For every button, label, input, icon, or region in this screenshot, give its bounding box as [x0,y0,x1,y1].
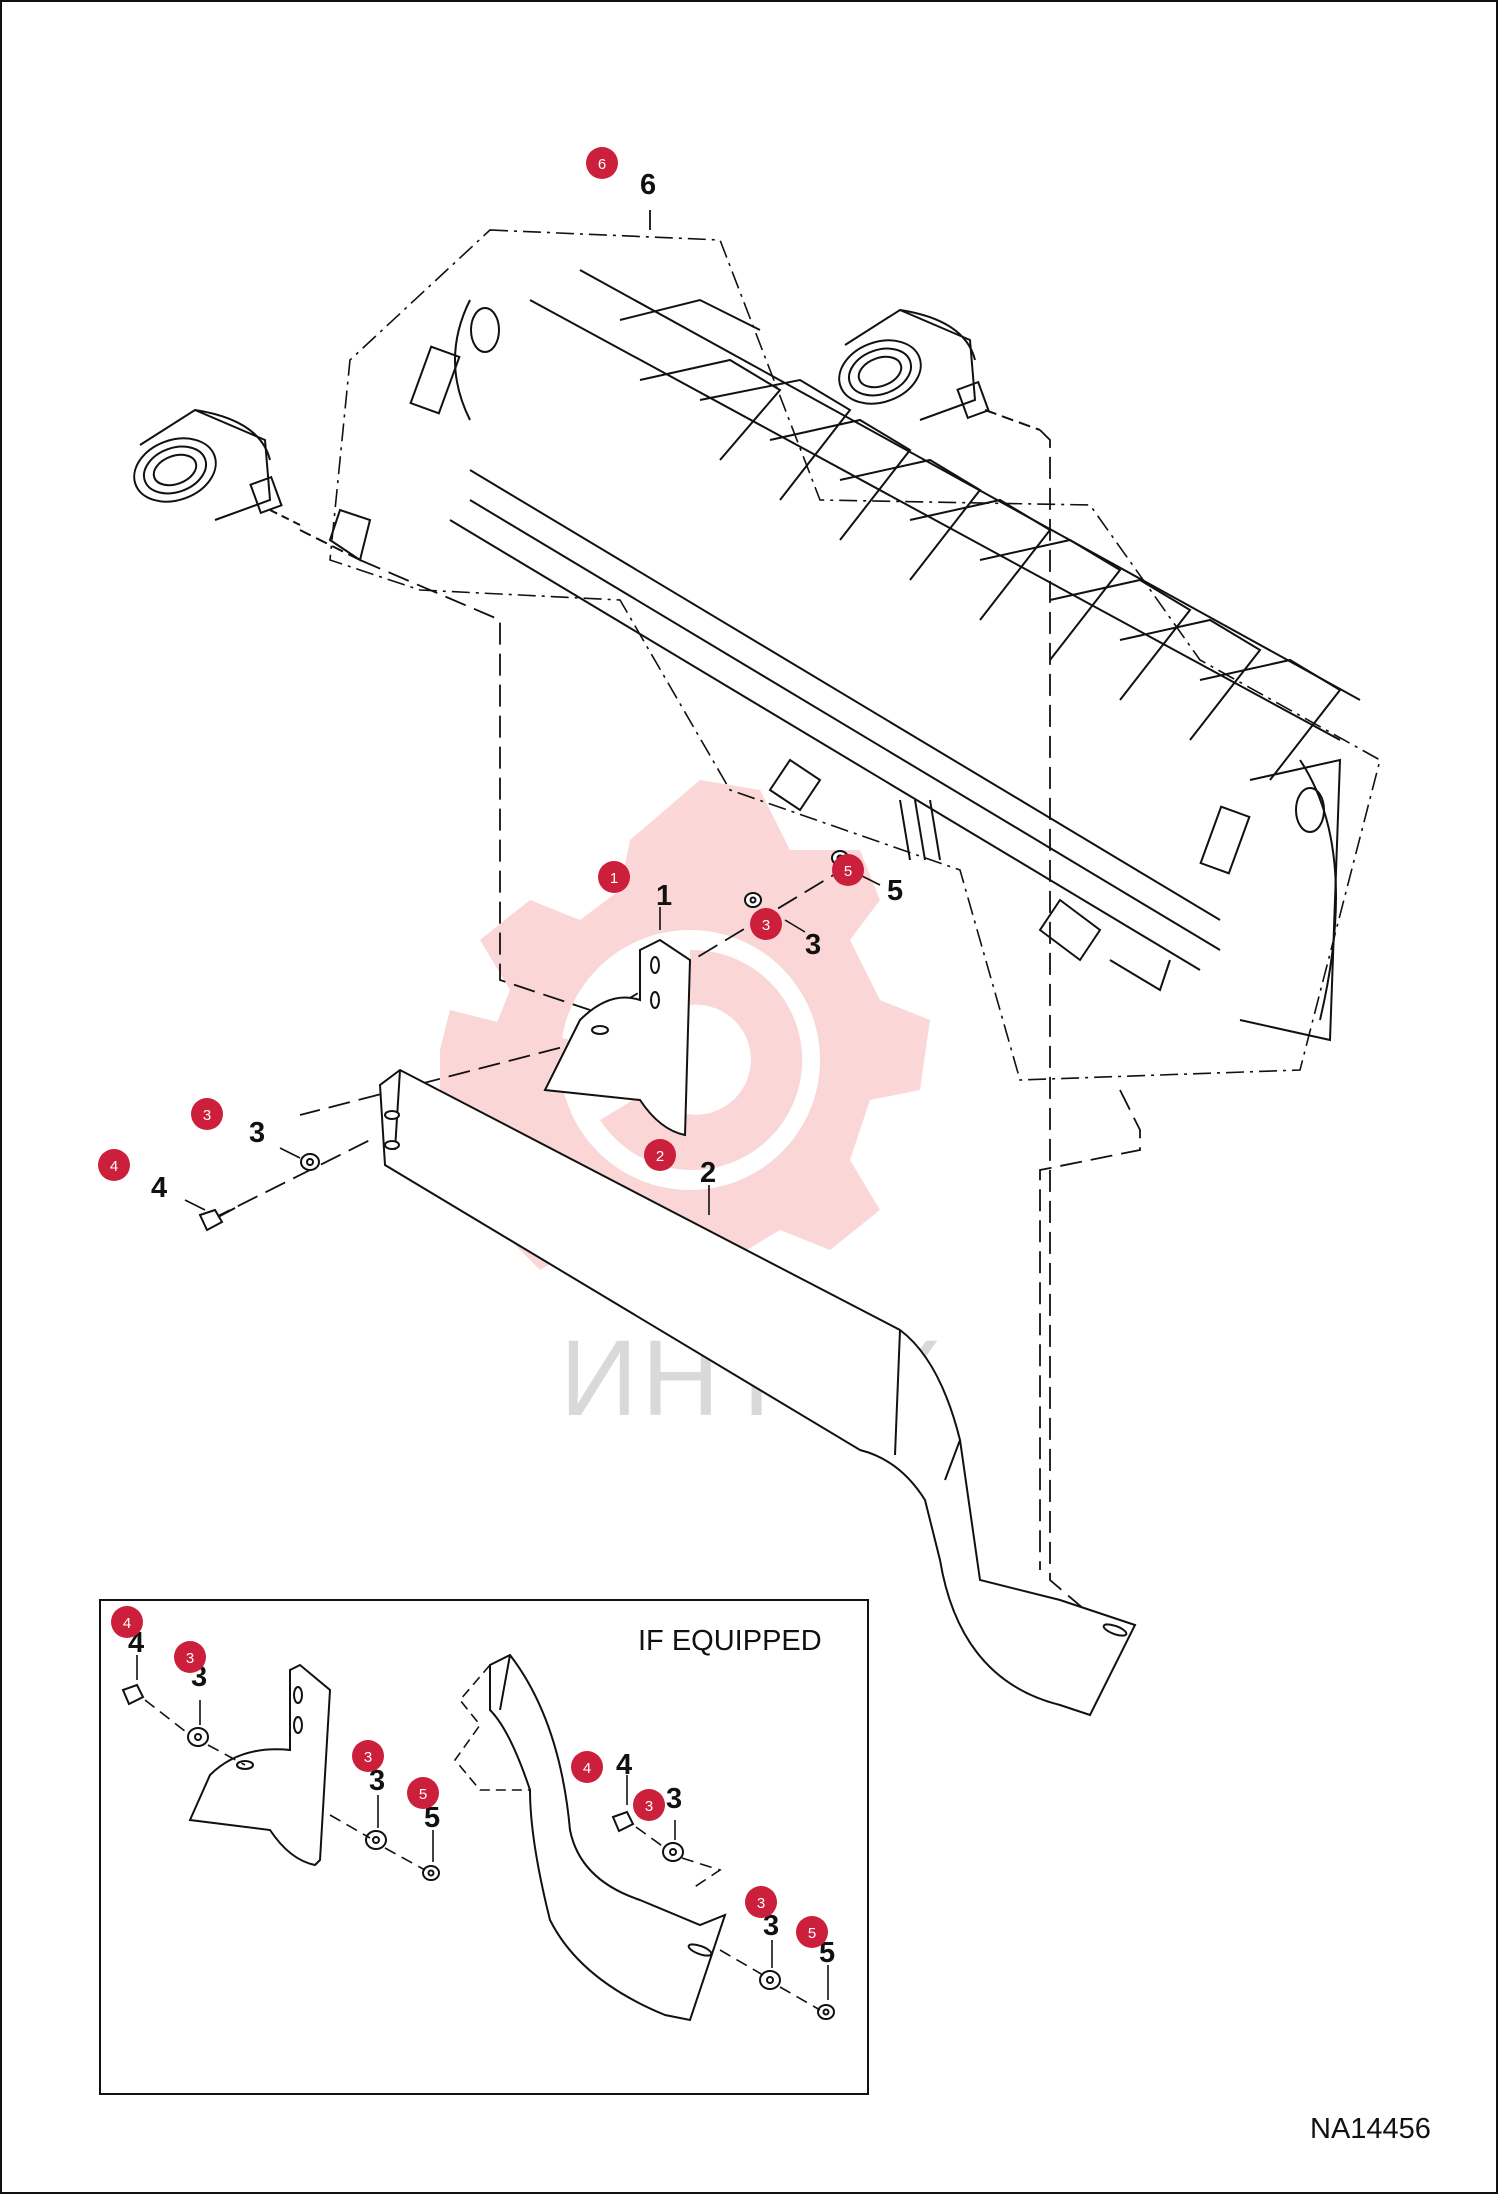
inset-callout-number-3-lower: 3 [763,1910,779,1942]
badge-3-lower: 3 [191,1098,223,1130]
inset-title: IF EQUIPPED [638,1625,822,1657]
left-work-light [133,408,361,561]
inset-leader-lines [144,1699,821,2011]
inset-mounting-bar [489,1653,727,2022]
callout-leaders [184,874,881,1215]
svg-text:5: 5 [419,1786,427,1803]
inset-phantom-edge [453,1664,530,1791]
cab-frame-phantom [329,229,1381,1081]
svg-text:3: 3 [186,1650,194,1667]
inset-badge-5-left: 5 [407,1777,439,1809]
badge-5: 5 [832,854,864,886]
inset-badge-5-right: 5 [796,1916,828,1948]
badge-group-main: 6 1 5 3 3 4 2 [98,147,864,1181]
bolt-icon [198,1208,224,1232]
svg-text:4: 4 [110,1158,118,1175]
inset-callout-number-3-mid: 3 [369,1765,385,1797]
svg-text:5: 5 [808,1925,816,1942]
inset-callout-number-5-left: 5 [424,1802,440,1834]
mounting-bar-part-2 [378,1068,1137,1717]
callout-number-5: 5 [887,875,903,907]
inset-bracket-left [188,1663,332,1867]
svg-text:3: 3 [645,1798,653,1815]
inset-callout-number-4-right: 4 [616,1749,632,1781]
inset-badge-4-left: 4 [111,1606,143,1638]
badge-4: 4 [98,1149,130,1181]
inset-callout-number-3-right: 3 [666,1783,682,1815]
badge-6: 6 [586,147,618,179]
callout-number-4: 4 [151,1172,167,1204]
figure-code: NA14456 [1310,2113,1431,2145]
inset-badge-3-mid: 3 [352,1740,384,1772]
inset-frame [99,1599,869,2095]
svg-text:6: 6 [598,156,606,173]
svg-text:3: 3 [762,917,770,934]
right-work-light [838,308,1041,431]
inset-badge-3-right: 3 [633,1789,665,1821]
inset-callout-number-5-right: 5 [819,1937,835,1969]
badge-3-upper: 3 [750,908,782,940]
inset-badge-4-right: 4 [571,1751,603,1783]
badge-group-inset: 4 3 3 5 4 3 3 5 [111,1606,828,1948]
svg-text:4: 4 [583,1760,591,1777]
bolt-icon [611,1810,635,1833]
callout-number-1: 1 [656,880,672,912]
svg-text:2: 2 [656,1148,664,1165]
inset-callout-leaders [136,1655,829,2000]
callout-number-2: 2 [700,1157,716,1189]
svg-text:3: 3 [203,1107,211,1124]
svg-text:3: 3 [757,1895,765,1912]
svg-text:1: 1 [610,870,618,887]
svg-text:5: 5 [844,863,852,880]
inset-hardware [121,1683,835,2020]
callout-number-6: 6 [640,169,656,201]
inset-badge-3-left: 3 [174,1641,206,1673]
badge-1: 1 [598,861,630,893]
badge-2: 2 [644,1139,676,1171]
inset-if-equipped: IF EQUIPPED [99,1599,869,2095]
bolt-icon [121,1683,145,1706]
svg-text:4: 4 [123,1615,131,1632]
inset-badge-3-lower: 3 [745,1886,777,1918]
callout-number-3-upper: 3 [805,929,821,961]
cab-crossmember [328,269,1361,1042]
bracket-part-1 [543,938,692,1137]
svg-text:3: 3 [364,1749,372,1766]
callout-number-3-lower: 3 [249,1117,265,1149]
